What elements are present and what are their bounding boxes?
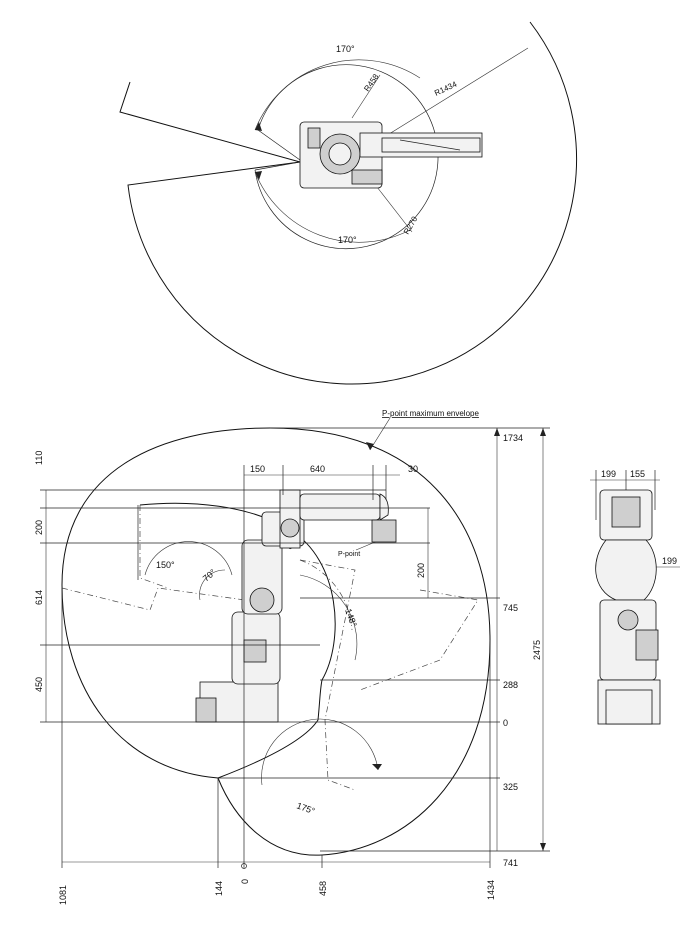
top-view-outer-envelope [119,21,577,385]
side-view-total-height-arrow-top [540,428,546,436]
top-view-angle-upper-label: 170° [336,44,355,54]
side-view-angle-150-label: 150° [156,560,175,570]
top-view-angle-arrow-lower [255,171,262,180]
top-view-radius-r1434-label: R1434 [433,79,459,97]
side-view-reach-line-3 [299,559,356,791]
side-view-angle-arc-70 [199,569,226,601]
side-view-origin-marker [241,863,247,869]
side-view-left-dim-200: 200 [34,520,44,535]
side-view-level-288: 288 [503,680,518,690]
top-view: 170° 170° R458 R1434 R270 [119,21,577,385]
side-view-envelope-title-arrow [366,442,374,450]
side-view-angle-arc-175 [261,718,379,786]
end-view-top-dim-199: 199 [601,469,616,479]
side-view-angle-175-label: 175° [295,800,316,816]
side-view-right-dim-arrow-top [494,428,500,436]
side-view-level-0: 0 [503,718,508,728]
side-view-top-dim-640: 640 [310,464,325,474]
side-view-bottom-1081: 1081 [58,885,68,905]
top-view-radius-r270-label: R270 [402,214,420,236]
side-view-envelope-title: P-point maximum envelope [382,409,479,418]
top-view-angle-lower-label: 170° [338,235,357,245]
top-view-robot [299,121,483,189]
side-view-bottom-1434: 1434 [486,880,496,900]
side-view-bottom-458: 458 [318,881,328,896]
side-view-left-dim-614: 614 [34,590,44,605]
side-view-top-dim-150: 150 [250,464,265,474]
side-view-level-1734: 1734 [503,433,523,443]
side-view-left-dim-110: 110 [34,451,44,465]
side-view-level-741: 741 [503,858,518,868]
top-view-angle-arc-lower [254,171,411,243]
side-view-bottom-144: 144 [214,881,224,896]
top-view-inner-envelope [254,64,439,250]
side-view-angle-arc-148 [299,574,358,661]
end-view-right-dim-199: 199 [662,556,677,566]
side-view-reach-line-4 [359,589,479,691]
side-view-angle-arc-150 [144,541,233,576]
top-view-radius-r458-label: R458 [362,72,381,93]
side-view-total-height-arrow-bottom [540,843,546,851]
side-view-max-envelope [61,427,491,856]
top-view-radius-leader-r458 [351,74,381,119]
top-view-angle-arc-upper [254,59,421,131]
side-view-inner-envelope [139,502,336,779]
top-view-wedge-edge-upper [257,129,301,161]
side-view-level-325: 325 [503,782,518,792]
side-view: 150° 70° 80° 148° 175° P-point P-point m… [34,409,550,905]
side-view-top-dim-30: 30 [408,464,418,474]
side-view-bottom-0: 0 [240,879,250,884]
side-view-level-745: 745 [503,603,518,613]
end-view-top-dim-155: 155 [630,469,645,479]
top-view-angle-arrow-upper [255,122,262,131]
end-view-robot [595,489,661,725]
top-view-wedge-edge-lower [254,161,301,171]
side-view-inner-dim-200: 200 [416,563,426,578]
side-view-robot [195,489,397,723]
side-view-reach-line-2 [139,505,169,589]
end-view: 199 155 199 [590,469,680,725]
side-view-reach-line-5 [299,559,353,631]
side-view-total-height: 2475 [532,640,542,660]
side-view-angle-arrow-175 [372,764,382,770]
side-view-p-point-label: P-point [338,551,360,558]
side-view-left-dim-450: 450 [34,677,44,692]
side-view-reach-line-1 [61,587,246,611]
